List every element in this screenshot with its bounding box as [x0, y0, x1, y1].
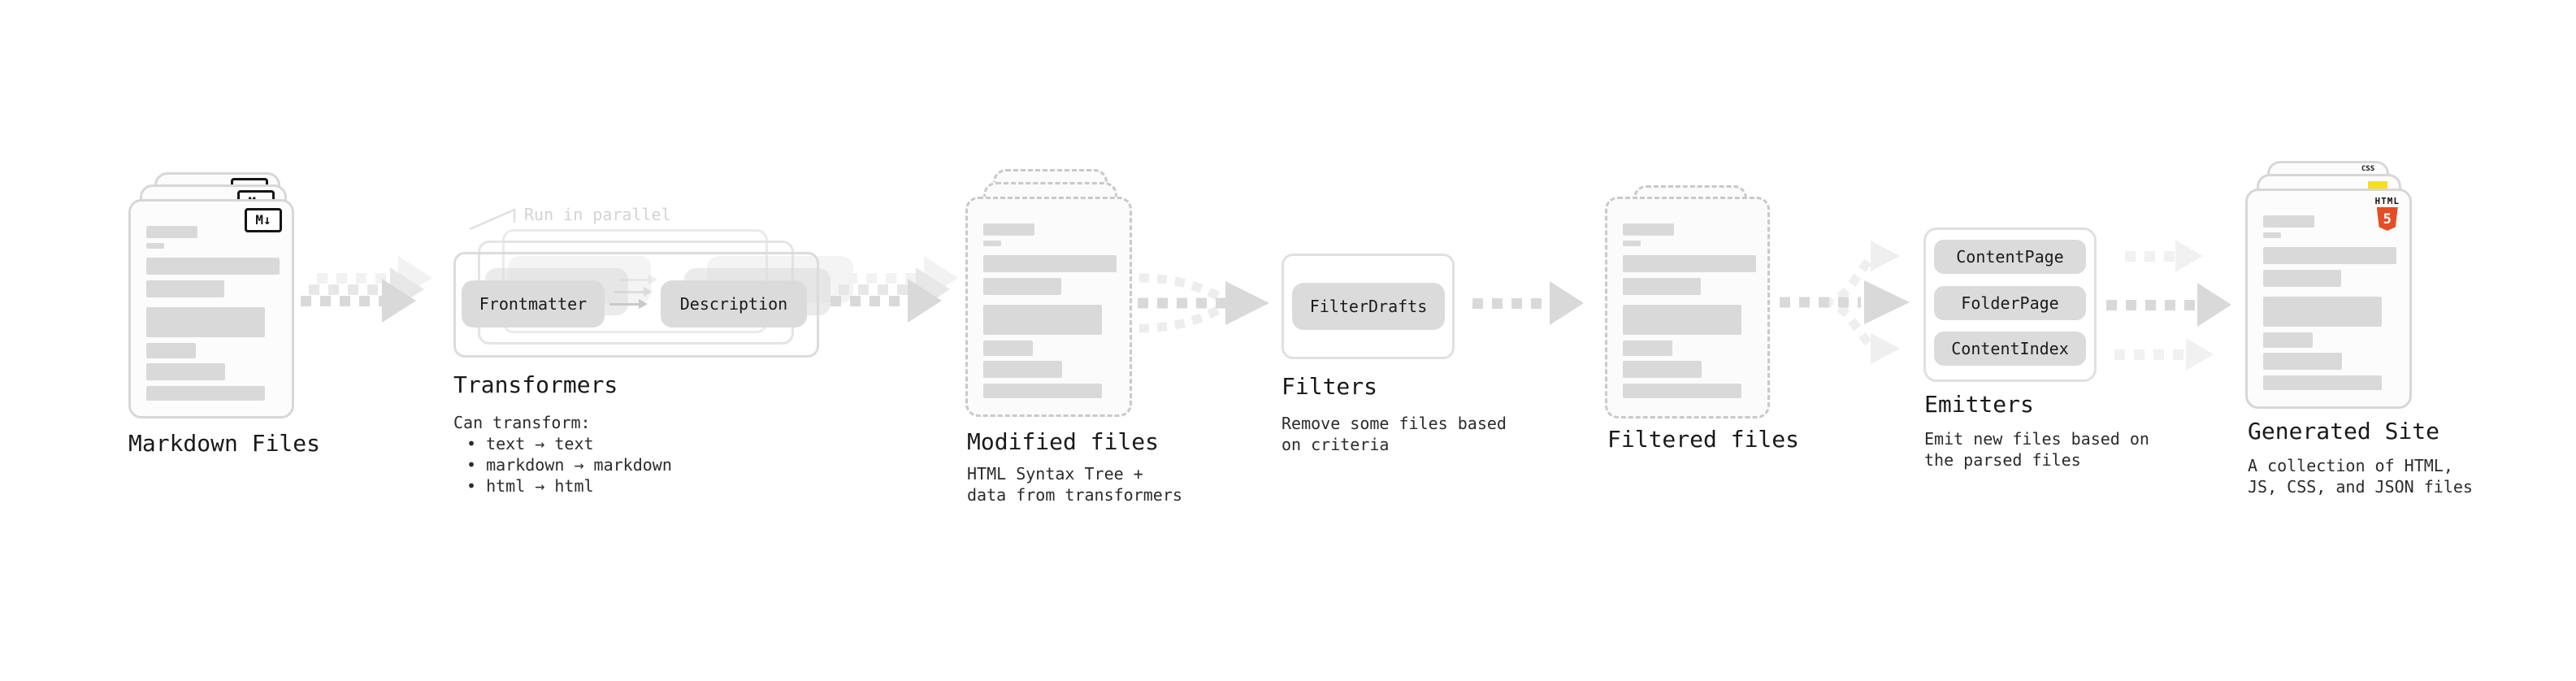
skeleton-bar — [983, 241, 1001, 246]
stage-title-transformers: Transformers — [453, 371, 618, 398]
stage-title-filtered-files: Filtered files — [1607, 426, 1800, 453]
note-bullet: • markdown → markdown — [466, 455, 672, 475]
emitter-node-folderpage: FolderPage — [1934, 286, 2086, 320]
subtitle-line: the parsed files — [1924, 450, 2081, 470]
skeleton-bar — [983, 305, 1102, 335]
stage-title-modified-files: Modified files — [967, 428, 1160, 455]
emitter-node-contentpage: ContentPage — [1934, 240, 2086, 274]
skeleton-bar — [2263, 215, 2314, 228]
dashed-arrow-icon — [301, 279, 416, 323]
skeleton-bar — [2263, 232, 2281, 238]
skeleton-bar — [146, 243, 164, 249]
node-arrow-icon — [619, 274, 657, 285]
skeleton-bar — [1623, 278, 1701, 295]
subtitle-line: data from transformers — [967, 485, 1182, 505]
dashed-arrow-icon — [2125, 240, 2203, 272]
transformers-note: Can transform: • text → text • markdown … — [453, 412, 672, 497]
stage-title-filters: Filters — [1281, 373, 1378, 400]
skeleton-bar — [146, 307, 265, 337]
css-icon-label: CSS — [2361, 165, 2375, 173]
skeleton-bar — [1623, 223, 1674, 236]
stage-title-emitters: Emitters — [1924, 391, 2034, 418]
skeleton-bar — [146, 363, 225, 380]
generated-site-subtitle: A collection of HTML, JS, CSS, and JSON … — [2248, 455, 2473, 497]
modified-files-subtitle: HTML Syntax Tree + data from transformer… — [967, 463, 1182, 505]
subtitle-line: JS, CSS, and JSON files — [2248, 477, 2473, 497]
skeleton-bar — [2263, 270, 2341, 287]
skeleton-bar — [2263, 332, 2313, 348]
note-bullet: • text → text — [466, 434, 594, 453]
skeleton-bar — [1623, 305, 1741, 335]
subtitle-line: on criteria — [1281, 435, 1390, 454]
callout-leader-line — [469, 208, 516, 231]
dashed-arrow-icon — [2106, 283, 2231, 327]
skeleton-bar — [146, 386, 265, 401]
subtitle-line: HTML Syntax Tree + — [967, 464, 1143, 484]
flow-arrow-modified-to-filters — [1138, 273, 1269, 333]
generated-site-page: HTML 5 — [2245, 189, 2412, 409]
skeleton-bar — [146, 343, 196, 358]
node-arrow-icon — [609, 298, 648, 310]
subtitle-line: Emit new files based on — [1924, 429, 2149, 449]
flow-arrow-filtered-to-emitters — [1780, 241, 1910, 364]
stage-title-markdown-files: Markdown Files — [128, 430, 321, 457]
filtered-file-page — [1605, 197, 1770, 419]
skeleton-bar — [983, 384, 1102, 398]
skeleton-bar — [983, 223, 1034, 236]
skeleton-bar — [2263, 247, 2396, 264]
dashed-arrow-icon — [830, 279, 942, 323]
skeleton-bar — [1623, 340, 1672, 356]
skeleton-bar — [983, 278, 1061, 295]
skeleton-bar — [146, 280, 224, 297]
skeleton-bar — [2263, 297, 2382, 327]
html5-icon-label: HTML — [2374, 196, 2400, 206]
transformer-node-frontmatter: Frontmatter — [462, 280, 605, 327]
node-arrow-icon — [614, 286, 653, 297]
html5-icon: HTML 5 — [2375, 197, 2400, 231]
skeleton-bar — [2263, 375, 2382, 390]
emitters-subtitle: Emit new files based on the parsed files — [1924, 428, 2149, 471]
skeleton-bar — [2263, 353, 2342, 370]
note-heading: Can transform: — [453, 413, 591, 432]
js-icon — [2368, 181, 2387, 190]
stage-title-generated-site: Generated Site — [2248, 418, 2440, 445]
dashed-arrow-icon — [2114, 338, 2214, 371]
markdown-file-page: M↓ — [128, 199, 294, 419]
flow-arrow-filters-to-filtered — [1472, 281, 1584, 325]
filter-node-filterdrafts: FilterDrafts — [1292, 283, 1445, 330]
skeleton-bar — [983, 361, 1062, 378]
skeleton-bar — [146, 226, 197, 238]
skeleton-bar — [146, 258, 280, 275]
subtitle-line: Remove some files based — [1281, 414, 1507, 433]
note-bullet: • html → html — [466, 476, 594, 496]
filters-subtitle: Remove some files based on criteria — [1281, 413, 1507, 455]
skeleton-bar — [983, 255, 1117, 272]
skeleton-bar — [1623, 361, 1702, 378]
skeleton-bar — [1623, 241, 1641, 246]
html5-icon-number: 5 — [2383, 210, 2392, 228]
modified-file-page — [965, 197, 1132, 417]
transformer-node-description: Description — [661, 280, 807, 327]
callout-run-in-parallel: Run in parallel — [524, 205, 671, 224]
skeleton-bar — [1623, 384, 1741, 398]
subtitle-line: A collection of HTML, — [2248, 456, 2453, 475]
emitter-node-contentindex: ContentIndex — [1934, 332, 2086, 366]
skeleton-bar — [983, 340, 1033, 356]
html5-icon-shield: 5 — [2376, 207, 2398, 231]
skeleton-bar — [1623, 255, 1756, 272]
markdown-icon: M↓ — [245, 208, 282, 232]
